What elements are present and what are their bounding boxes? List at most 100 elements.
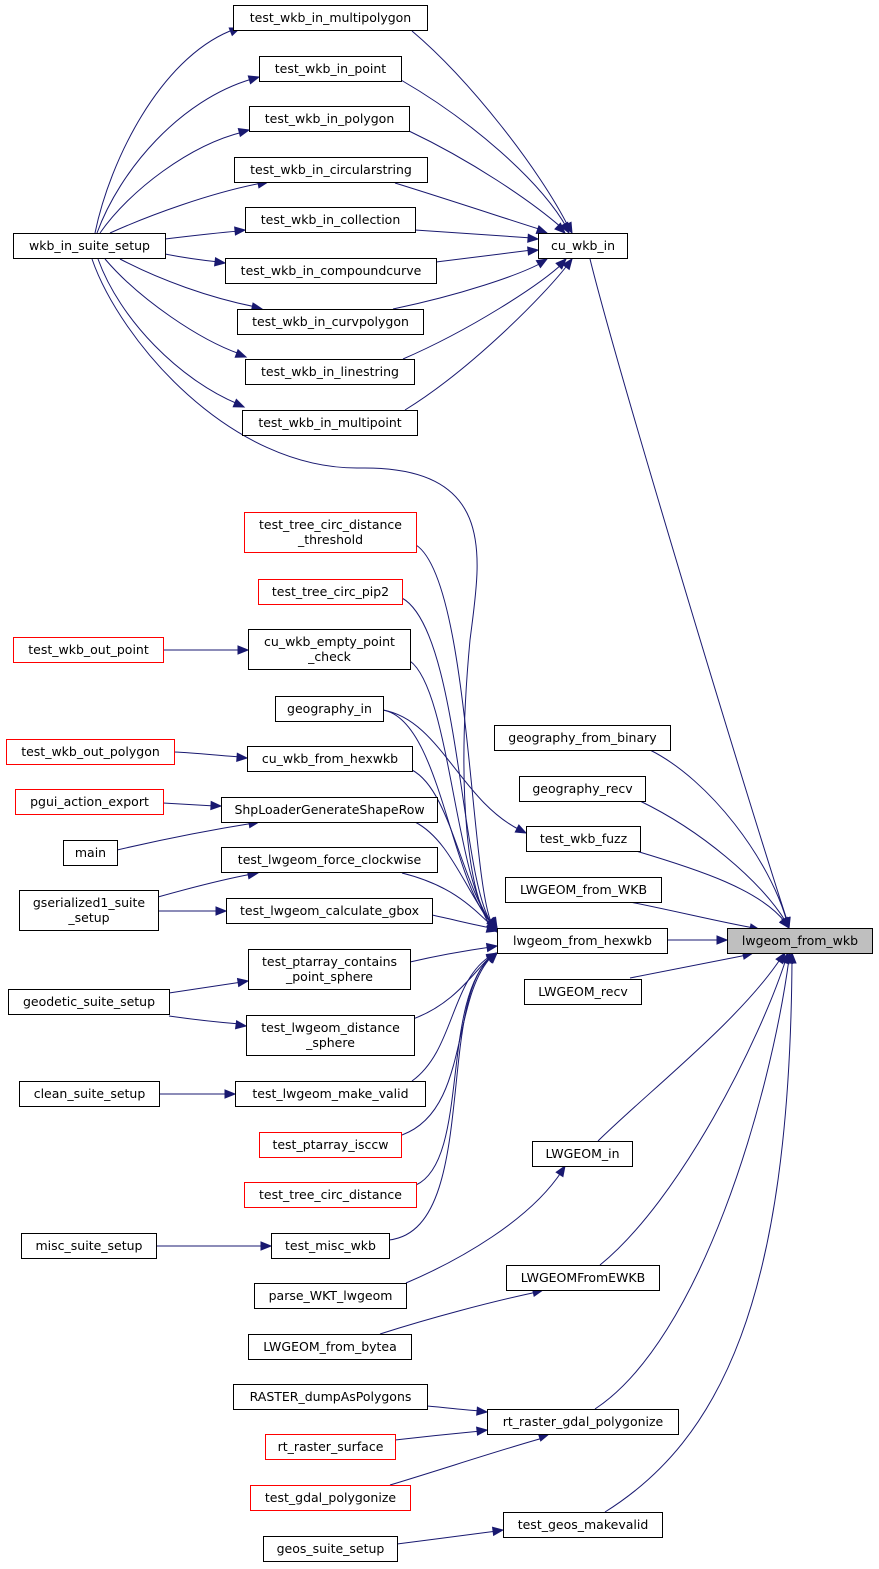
node-box bbox=[538, 233, 628, 259]
arrowhead-icon bbox=[260, 1241, 273, 1251]
arrowhead-icon bbox=[491, 1526, 505, 1537]
edge-line bbox=[109, 182, 263, 234]
edge-line bbox=[392, 261, 544, 310]
node-test_wkb_in_point[interactable]: test_wkb_in_point bbox=[259, 56, 402, 82]
node-label: test_gdal_polygonize bbox=[265, 1490, 396, 1505]
edge-line bbox=[157, 873, 253, 898]
node-label: pgui_action_export bbox=[30, 794, 149, 809]
node-test_gdal_polygonize[interactable]: test_gdal_polygonize bbox=[250, 1485, 411, 1511]
node-LWGEOM_from_WKB[interactable]: LWGEOM_from_WKB bbox=[505, 877, 662, 903]
node-box bbox=[244, 512, 417, 553]
node-label: test_ptarray_isccw bbox=[272, 1137, 388, 1152]
node-geography_in[interactable]: geography_in bbox=[275, 696, 384, 722]
arrowhead-icon bbox=[234, 226, 247, 236]
arrowhead-icon bbox=[476, 1426, 489, 1436]
edge-test_lwgeom_distance_sphere-to-lwgeom_from_hexwkb bbox=[409, 952, 499, 1021]
node-test_wkb_in_compoundcurve[interactable]: test_wkb_in_compoundcurve bbox=[225, 258, 437, 284]
edge-line bbox=[414, 229, 533, 239]
node-gserialized1_suite_setup[interactable]: gserialized1_suite_setup bbox=[19, 890, 159, 931]
node-test_wkb_in_polygon[interactable]: test_wkb_in_polygon bbox=[249, 106, 410, 132]
node-test_misc_wkb[interactable]: test_misc_wkb bbox=[271, 1233, 390, 1259]
node-test_wkb_fuzz[interactable]: test_wkb_fuzz bbox=[526, 826, 641, 852]
node-label: rt_raster_surface bbox=[278, 1439, 384, 1454]
edge-line bbox=[379, 1291, 538, 1335]
edge-cu_wkb_empty_point_check-to-lwgeom_from_hexwkb bbox=[409, 660, 498, 930]
edge-wkb_in_suite_setup-to-test_wkb_in_circularstring bbox=[109, 179, 270, 234]
node-box bbox=[233, 1384, 428, 1410]
node-test_wkb_out_point[interactable]: test_wkb_out_point bbox=[13, 637, 164, 663]
node-test_ptarray_contains_point_sphere[interactable]: test_ptarray_contains_point_sphere bbox=[248, 949, 411, 990]
node-test_wkb_in_collection[interactable]: test_wkb_in_collection bbox=[245, 207, 416, 233]
node-cu_wkb_in[interactable]: cu_wkb_in bbox=[538, 233, 628, 259]
node-geodetic_suite_setup[interactable]: geodetic_suite_setup bbox=[8, 989, 170, 1015]
node-label: LWGEOMFromEWKB bbox=[521, 1270, 645, 1285]
node-test_wkb_in_circularstring[interactable]: test_wkb_in_circularstring bbox=[234, 157, 428, 183]
node-label: test_wkb_fuzz bbox=[540, 831, 628, 846]
edge-line bbox=[402, 262, 564, 360]
edge-line bbox=[426, 1405, 482, 1412]
node-test_wkb_out_polygon[interactable]: test_wkb_out_polygon bbox=[6, 739, 175, 765]
node-lwgeom_from_wkb[interactable]: lwgeom_from_wkb bbox=[727, 928, 873, 954]
node-test_lwgeom_calculate_gbox[interactable]: test_lwgeom_calculate_gbox bbox=[226, 898, 433, 924]
node-box bbox=[21, 1233, 157, 1259]
node-test_lwgeom_make_valid[interactable]: test_lwgeom_make_valid bbox=[235, 1081, 426, 1107]
node-cu_wkb_from_hexwkb[interactable]: cu_wkb_from_hexwkb bbox=[247, 746, 413, 772]
arrowhead-icon bbox=[555, 1164, 566, 1178]
edge-line bbox=[94, 30, 231, 234]
node-lwgeom_from_hexwkb[interactable]: lwgeom_from_hexwkb bbox=[497, 928, 668, 954]
node-label: test_wkb_in_curvpolygon bbox=[252, 314, 409, 329]
edge-LWGEOM_recv-to-lwgeom_from_wkb bbox=[629, 950, 755, 979]
node-test_wkb_in_linestring[interactable]: test_wkb_in_linestring bbox=[245, 359, 415, 385]
node-parse_WKT_lwgeom[interactable]: parse_WKT_lwgeom bbox=[254, 1283, 407, 1309]
arrowhead-icon bbox=[485, 923, 499, 933]
node-geography_recv[interactable]: geography_recv bbox=[519, 776, 646, 802]
node-cu_wkb_empty_point_check[interactable]: cu_wkb_empty_point_check bbox=[248, 629, 411, 670]
node-LWGEOMFromEWKB[interactable]: LWGEOMFromEWKB bbox=[506, 1265, 660, 1291]
node-box bbox=[13, 637, 164, 663]
node-wkb_in_suite_setup[interactable]: wkb_in_suite_setup bbox=[13, 233, 166, 259]
node-misc_suite_setup[interactable]: misc_suite_setup bbox=[21, 1233, 157, 1259]
node-main[interactable]: main bbox=[63, 840, 118, 866]
edge-test_wkb_in_circularstring-to-cu_wkb_in bbox=[394, 182, 549, 234]
node-test_tree_circ_distance[interactable]: test_tree_circ_distance bbox=[244, 1182, 417, 1208]
node-RASTER_dumpAsPolygons[interactable]: RASTER_dumpAsPolygons bbox=[233, 1384, 428, 1410]
node-rt_raster_gdal_polygonize[interactable]: rt_raster_gdal_polygonize bbox=[487, 1409, 679, 1435]
node-label: wkb_in_suite_setup bbox=[29, 238, 150, 253]
edge-test_wkb_out_polygon-to-cu_wkb_from_hexwkb bbox=[173, 751, 249, 762]
node-clean_suite_setup[interactable]: clean_suite_setup bbox=[19, 1081, 160, 1107]
edge-test_tree_circ_pip2-to-lwgeom_from_hexwkb bbox=[401, 597, 498, 930]
node-test_wkb_in_curvpolygon[interactable]: test_wkb_in_curvpolygon bbox=[237, 309, 424, 335]
node-test_wkb_in_multipoint[interactable]: test_wkb_in_multipoint bbox=[242, 410, 418, 436]
node-pgui_action_export[interactable]: pgui_action_export bbox=[15, 789, 164, 815]
node-LWGEOM_recv[interactable]: LWGEOM_recv bbox=[524, 979, 642, 1005]
node-label: misc_suite_setup bbox=[36, 1238, 143, 1253]
node-LWGEOM_in[interactable]: LWGEOM_in bbox=[532, 1141, 633, 1167]
node-rt_raster_surface[interactable]: rt_raster_surface bbox=[265, 1434, 396, 1460]
node-test_lwgeom_force_clockwise[interactable]: test_lwgeom_force_clockwise bbox=[221, 847, 438, 873]
edge-test_tree_circ_distance-to-lwgeom_from_hexwkb bbox=[415, 952, 499, 1186]
node-geography_from_binary[interactable]: geography_from_binary bbox=[494, 725, 671, 751]
edge-line bbox=[404, 262, 570, 411]
node-LWGEOM_from_bytea[interactable]: LWGEOM_from_bytea bbox=[248, 1334, 412, 1360]
node-box bbox=[247, 746, 413, 772]
node-ShpLoaderGenerateShapeRow[interactable]: ShpLoaderGenerateShapeRow bbox=[221, 797, 438, 823]
node-test_tree_circ_pip2[interactable]: test_tree_circ_pip2 bbox=[258, 579, 403, 605]
node-test_lwgeom_distance_sphere[interactable]: test_lwgeom_distance_sphere bbox=[246, 1015, 415, 1056]
node-box bbox=[8, 989, 170, 1015]
arrowhead-icon bbox=[527, 246, 540, 256]
arrowhead-icon bbox=[561, 257, 573, 271]
edge-line bbox=[388, 955, 493, 1241]
node-box bbox=[246, 1015, 415, 1056]
node-box bbox=[221, 797, 438, 823]
node-box bbox=[234, 157, 428, 183]
edge-line bbox=[96, 78, 253, 234]
node-box bbox=[13, 233, 166, 259]
node-test_ptarray_isccw[interactable]: test_ptarray_isccw bbox=[259, 1132, 402, 1158]
edge-lwgeom_from_hexwkb-to-lwgeom_from_wkb bbox=[667, 935, 729, 945]
node-geos_suite_setup[interactable]: geos_suite_setup bbox=[263, 1536, 398, 1562]
node-test_tree_circ_distance_threshold[interactable]: test_tree_circ_distance_threshold bbox=[244, 512, 417, 553]
node-test_wkb_in_multipolygon[interactable]: test_wkb_in_multipolygon bbox=[233, 5, 428, 31]
node-test_geos_makevalid[interactable]: test_geos_makevalid bbox=[503, 1512, 663, 1538]
node-box bbox=[727, 928, 873, 954]
edge-geodetic_suite_setup-to-test_lwgeom_distance_sphere bbox=[168, 1015, 248, 1030]
